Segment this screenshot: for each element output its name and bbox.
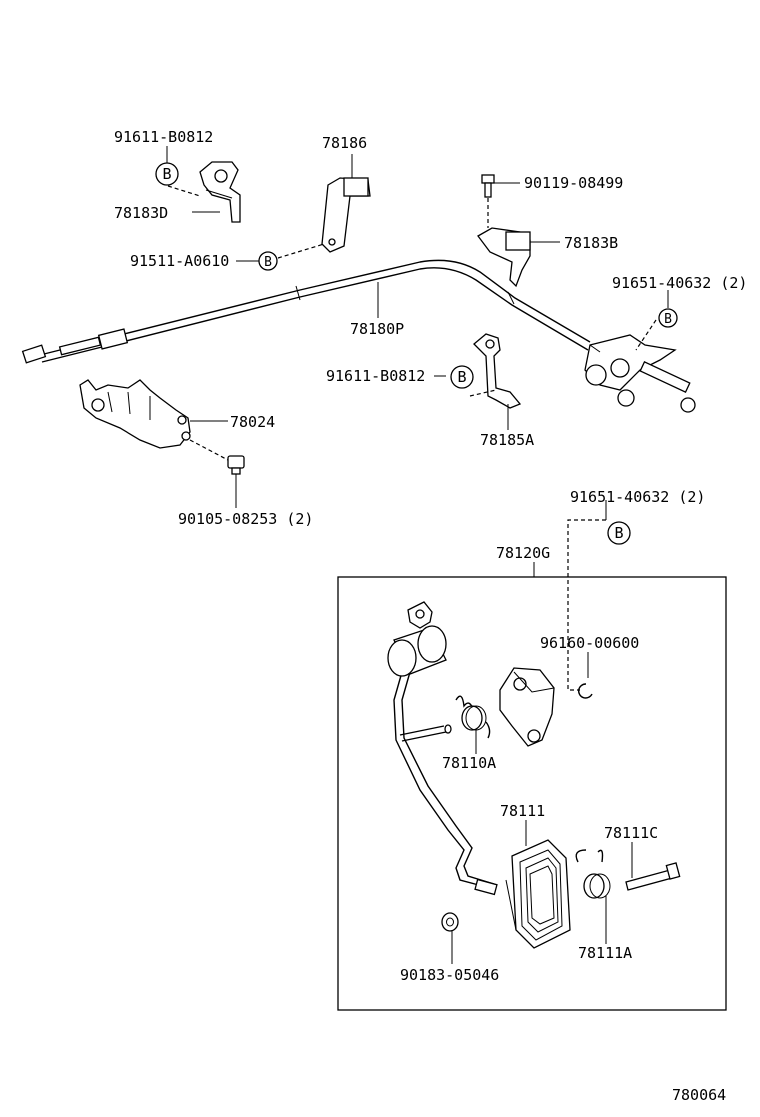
ref-b-text: B (264, 255, 272, 270)
label-78183b: 78183B (564, 234, 618, 252)
label-91611-b0812-top: 91611-B0812 (114, 128, 213, 146)
washer-90183 (441, 912, 459, 932)
label-78024: 78024 (230, 413, 275, 431)
ref-b-text: B (162, 165, 171, 183)
e-ring-96160 (578, 683, 593, 699)
clamp-78183d (199, 161, 241, 223)
label-78180p: 78180P (350, 320, 404, 338)
ref-circle-b-throttle: B (658, 308, 678, 328)
label-90119-08499: 90119-08499 (524, 174, 623, 192)
figure-number: 780064 (672, 1086, 726, 1104)
label-78111a: 78111A (578, 944, 632, 962)
spring-78111a (575, 849, 611, 899)
leader-b-throttle (635, 319, 657, 351)
pedal-bracket (499, 667, 555, 747)
label-90105-08253: 90105-08253 (2) (178, 510, 313, 528)
label-78110a: 78110A (442, 754, 496, 772)
label-91511-a0610: 91511-A0610 (130, 252, 229, 270)
label-78185a: 78185A (480, 431, 534, 449)
bracket-78186 (321, 177, 371, 253)
label-96160-00600: 96160-00600 (540, 634, 639, 652)
label-90183-05046: 90183-05046 (400, 966, 499, 984)
ref-circle-b-mid: B (450, 365, 474, 389)
pedal-pin (474, 878, 498, 896)
spring-78110a (455, 695, 491, 739)
label-78111: 78111 (500, 802, 545, 820)
clamp-78183b (477, 227, 531, 288)
leader-b-pedal (567, 519, 606, 691)
bracket-78185a (473, 333, 522, 409)
accelerator-cable (21, 259, 591, 364)
ref-b-text: B (664, 312, 672, 327)
ref-b-text: B (614, 524, 623, 542)
pin-78111c (625, 862, 681, 891)
leader-b-78183d (167, 185, 201, 197)
bolt-90105 (227, 455, 245, 475)
leader-bolt-78024 (189, 439, 229, 461)
pedal-assembly-box (337, 576, 727, 1011)
label-91651-40632-top: 91651-40632 (2) (612, 274, 747, 292)
label-78120g: 78120G (496, 544, 550, 562)
leader-91511-a0610 (277, 243, 325, 259)
pedal-arm (393, 671, 495, 889)
ref-b-text: B (457, 368, 466, 386)
ref-circle-b-top: B (155, 162, 179, 186)
label-78111c: 78111C (604, 824, 658, 842)
leader-b-78185a (469, 389, 497, 397)
pedal-hook (407, 601, 433, 629)
label-78183d: 78183D (114, 204, 168, 222)
label-91611-b0812-mid: 91611-B0812 (326, 367, 425, 385)
bracket-78024 (79, 379, 191, 449)
label-91651-40632-bottom: 91651-40632 (2) (570, 488, 705, 506)
label-78186: 78186 (322, 134, 367, 152)
pedal-cylinder (387, 625, 447, 677)
ref-circle-b-bottom: B (607, 521, 631, 545)
pedal-pad-78111 (505, 839, 571, 949)
ref-circle-b-91511: B (258, 251, 278, 271)
throttle-linkage (584, 334, 696, 413)
bolt-90119 (481, 174, 495, 198)
